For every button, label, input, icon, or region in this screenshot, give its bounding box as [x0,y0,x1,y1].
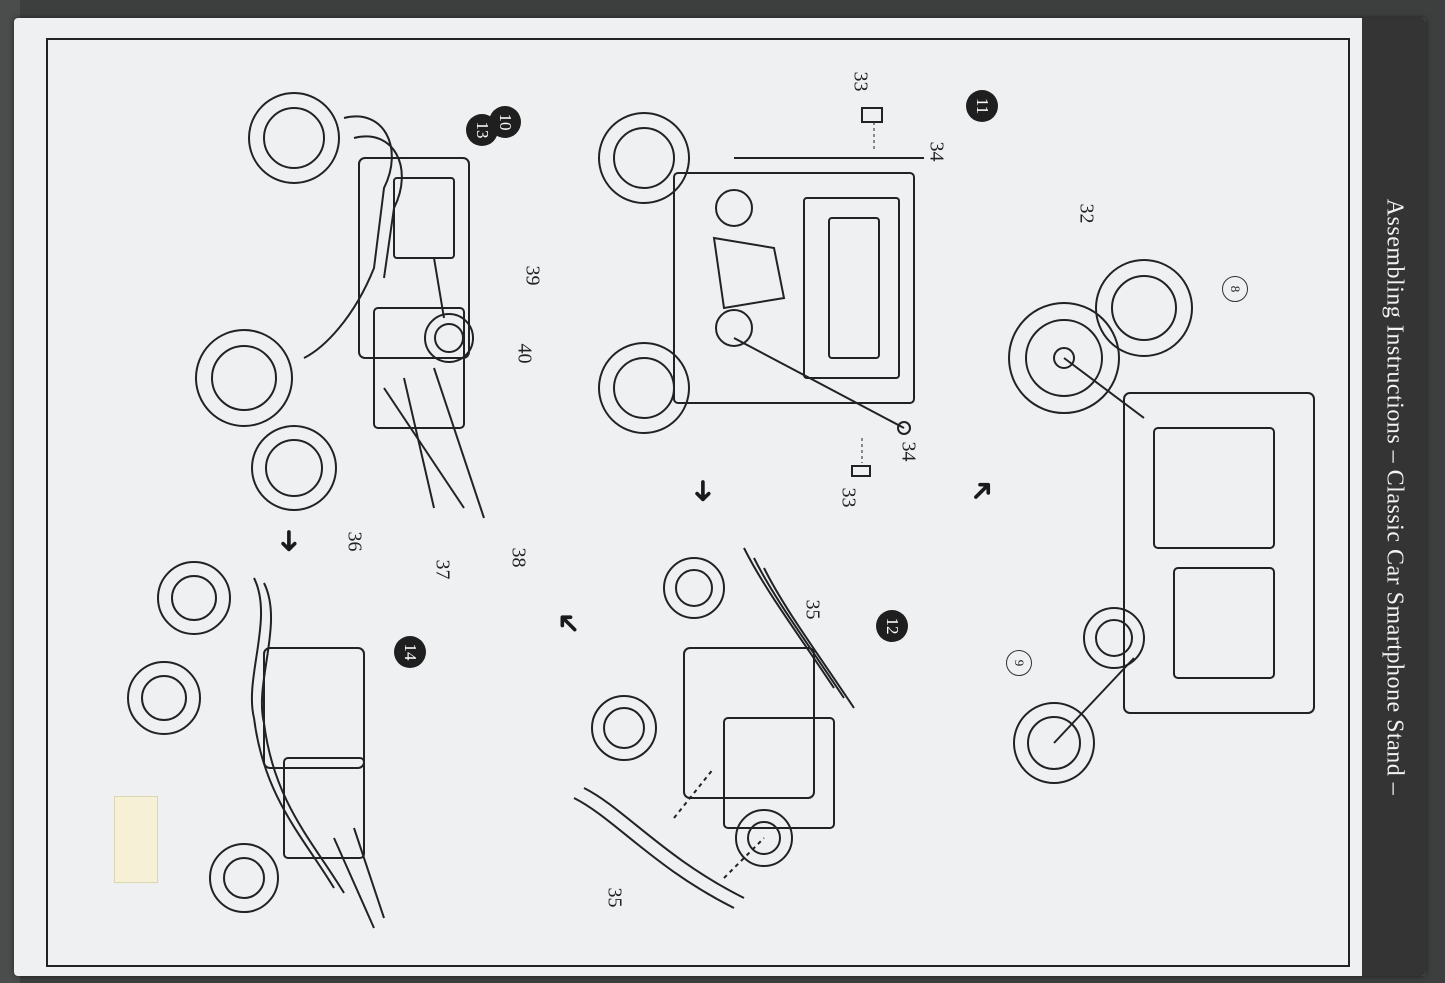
step-8-9-drawing [1008,259,1315,784]
step-13-drawing [195,92,485,519]
tape-patch [114,796,158,883]
part-label-37: 37 [431,559,454,580]
arrow-icon-step11-12: ➜ [686,478,720,504]
part-label-33-bottom: 33 [837,487,860,508]
header-strip: Assembling Instructions – Classic Car Sm… [1362,18,1426,976]
page-border [46,38,1350,967]
arrow-icon-step13-14: ➜ [272,528,306,554]
step-badge-14: 14 [394,636,426,668]
part-label-36: 36 [343,531,366,552]
page-title: Assembling Instructions – Classic Car Sm… [1381,198,1408,796]
step-11-drawing [598,107,924,477]
part-label-33-top: 33 [849,71,872,92]
step-badge-11: 11 [966,90,998,122]
part-label-32: 32 [1075,203,1098,224]
step-14-drawing [127,561,385,929]
part-label-40: 40 [513,343,536,364]
part-label-38: 38 [507,547,530,568]
part-label-39: 39 [521,265,544,286]
step-12-drawing [573,547,855,909]
instruction-page: Assembling Instructions – Classic Car Sm… [14,18,1426,976]
